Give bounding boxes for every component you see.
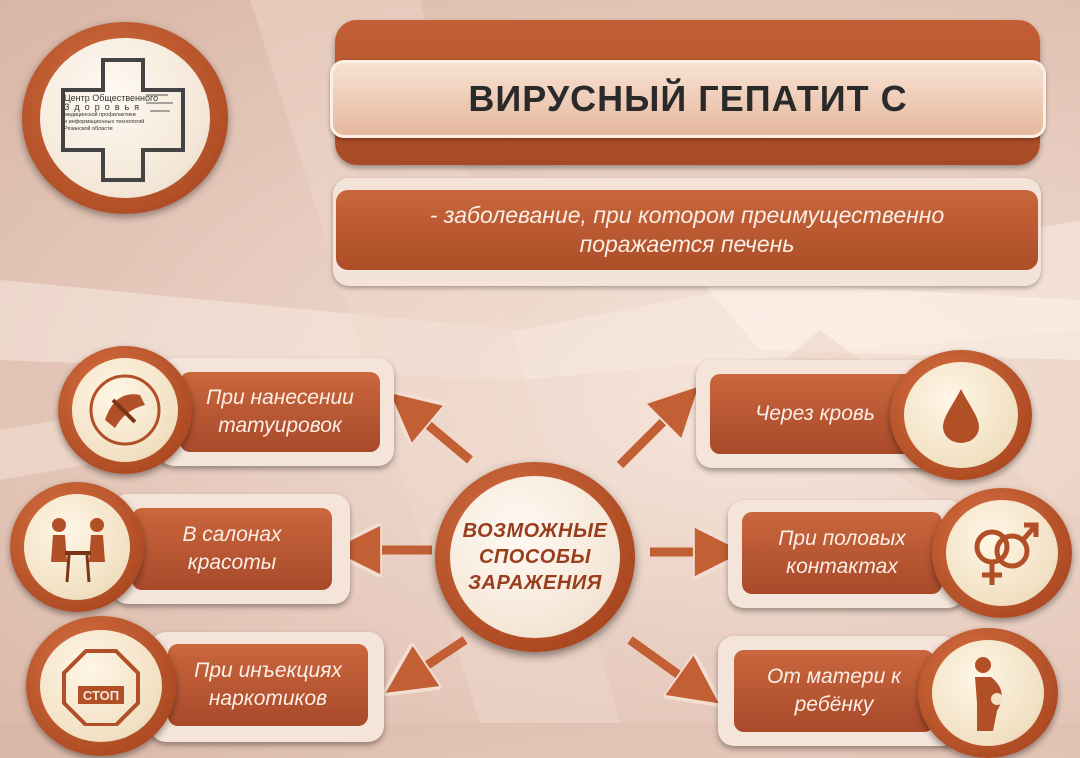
way-sexual-line-2: контактах [786,555,898,578]
logo-line-3: медицинской профилактики [64,112,136,118]
page-title: ВИРУСНЫЙ ГЕПАТИТ С [468,78,908,119]
title-plate: ВИРУСНЫЙ ГЕПАТИТ С [330,60,1046,138]
way-sexual-line-1: При половых [778,527,906,550]
way-salon: В салонах красоты [132,508,332,590]
definition-line-1: - заболевание, при котором преимуществен… [429,202,945,228]
arrow-to-injection [405,636,468,680]
way-injection-line-1: При инъекциях [194,659,342,682]
way-mother-line-2: ребёнку [794,693,874,716]
center-face: ВОЗМОЖНЫЕ СПОСОБЫ ЗАРАЖЕНИЯ [450,476,620,638]
definition-box: - заболевание, при котором преимуществен… [336,190,1038,270]
logo-line-4: и информационных технологий [64,119,145,125]
logo-line-1: Центр Общественного [64,93,159,103]
way-salon-line-2: красоты [187,551,277,574]
salon-icon-face [24,494,130,600]
blood-icon-face [904,362,1018,468]
stop-drugs-icon: СТОП [62,649,140,726]
arrow-to-mother [627,636,700,690]
arrows-layer [0,0,1080,723]
way-injection: При инъекциях наркотиков [168,644,368,726]
gender-symbols-icon [974,522,1039,585]
pregnant-woman-icon [975,657,1003,731]
manicure-icon [51,518,105,583]
way-blood-line-1: Через кровь [755,402,875,425]
logo-line-5: Рязанской области [64,126,113,132]
way-tattoo-line-1: При нанесении [206,386,354,409]
arrow-to-tattoo [408,408,473,464]
way-injection-line-2: наркотиков [208,687,328,710]
injection-icon-face: СТОП [40,630,162,742]
sexual-icon-face [946,500,1058,606]
definition-line-2: поражается печень [579,231,795,257]
arrow-to-blood [616,403,682,469]
way-tattoo: При нанесении татуировок [180,372,380,452]
logo-line-2: Здоровья [64,102,145,112]
way-salon-line-1: В салонах [182,523,282,546]
tattoo-icon-face [72,358,178,462]
blood-drop-icon [943,389,979,443]
mother-icon-face [932,640,1044,746]
way-tattoo-line-2: татуировок [218,414,342,437]
way-sexual: При половых контактах [742,512,942,594]
center-line-1: ВОЗМОЖНЫЕ [462,520,608,542]
center-line-2: СПОСОБЫ [478,546,592,568]
center-line-3: ЗАРАЖЕНИЯ [468,572,602,594]
way-mother-line-1: От матери к [766,665,902,688]
medical-cross-icon [61,58,185,182]
stop-text: СТОП [83,688,119,703]
way-blood: Через кровь [710,374,920,454]
tattoo-machine-icon [89,374,161,446]
way-mother: От матери к ребёнку [734,650,934,732]
logo-text: Центр Общественного Здоровья медицинской… [64,94,188,133]
